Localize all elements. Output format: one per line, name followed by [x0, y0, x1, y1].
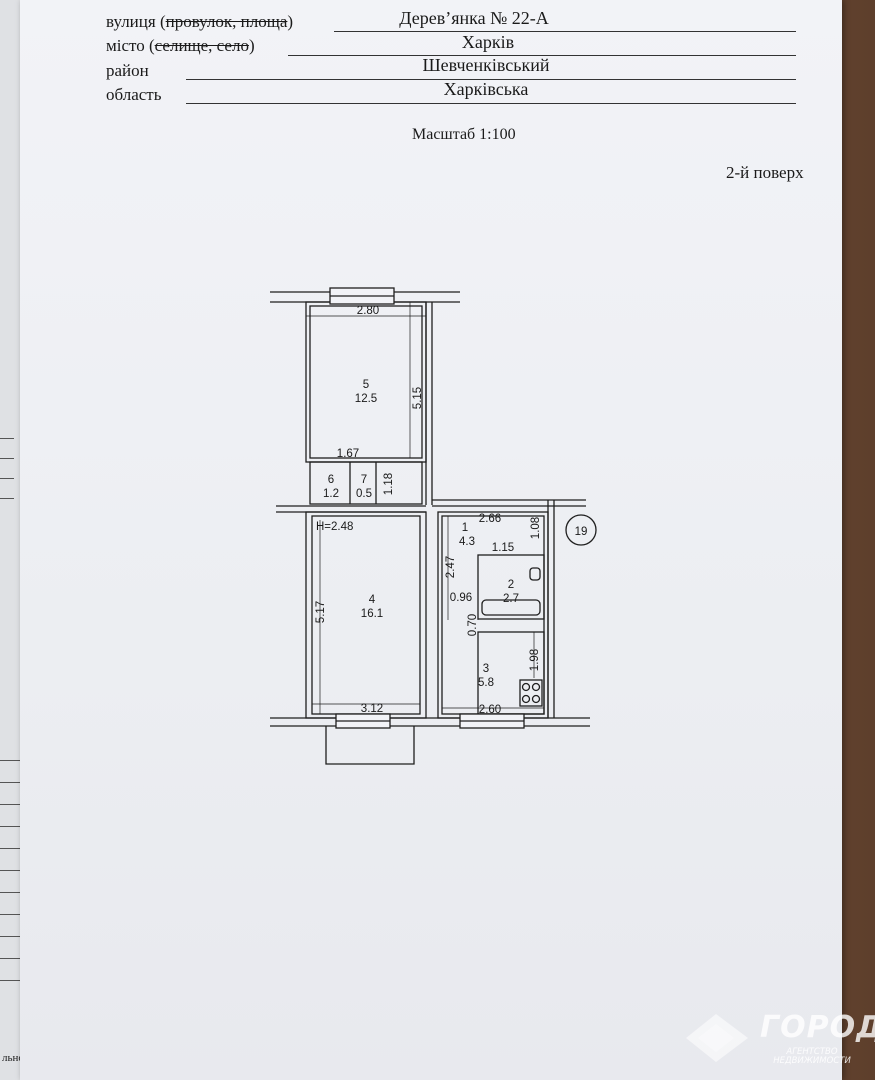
- room-7-area: 0.5: [356, 488, 372, 500]
- room-5-area: 12.5: [355, 393, 377, 405]
- side-sheet-text: льно: [2, 1052, 24, 1064]
- street-label: вулиця (провулок, площа): [106, 12, 294, 31]
- apartment-number: 19: [575, 526, 588, 538]
- agency-watermark: ГОРОД АГЕНТСТВО НЕДВИЖИМОСТИ: [682, 1008, 875, 1068]
- dim-2-60: 2.60: [479, 704, 501, 716]
- form-line: [0, 438, 14, 439]
- dim-1-98: 1.98: [529, 649, 541, 671]
- agency-name: ГОРОД: [760, 1010, 875, 1045]
- form-line: [0, 478, 14, 479]
- floor-plan: 19 5 12.5 6 1.2 7 0.5 4 16.1 1 4.3 2 2.7…: [270, 287, 597, 765]
- room-2-area: 2.7: [503, 593, 519, 605]
- dim-2-47: 2.47: [445, 556, 457, 578]
- district-label: район: [106, 61, 149, 80]
- city-label: місто (селище, село): [106, 36, 255, 55]
- dim-2-66: 2.66: [479, 513, 501, 525]
- dim-1-15: 1.15: [492, 542, 514, 554]
- form-line: [0, 980, 20, 981]
- bathtub-icon: [481, 599, 541, 616]
- region-underline: [186, 103, 796, 104]
- stove-icon: [519, 679, 543, 707]
- dim-5-17: 5.17: [315, 601, 327, 623]
- form-line: [0, 936, 20, 937]
- dim-1-18: 1.18: [383, 473, 395, 495]
- dim-3-12: 3.12: [361, 703, 383, 715]
- dim-2-80: 2.80: [357, 305, 379, 317]
- walls: [270, 287, 590, 765]
- agency-subtitle: АГЕНТСТВО НЕДВИЖИМОСТИ: [773, 1047, 851, 1066]
- region-value: Харківська: [443, 79, 529, 99]
- room-7-number: 7: [361, 474, 367, 486]
- floor-plan-document: вулиця (провулок, площа) Дерев’янка № 22…: [20, 0, 842, 1080]
- closets-outline: [309, 461, 423, 505]
- room-4-area: 16.1: [361, 608, 383, 620]
- dim-1-08: 1.08: [530, 517, 542, 539]
- form-line: [0, 782, 20, 783]
- form-line: [0, 892, 20, 893]
- form-line: [0, 498, 14, 499]
- form-line: [0, 848, 20, 849]
- apartment-number-badge: [565, 514, 597, 546]
- floor-label: 2-й поверх: [726, 163, 804, 182]
- toilet-icon: [529, 567, 541, 581]
- agency-logo-icon: [686, 1014, 748, 1062]
- room-1-area: 4.3: [459, 536, 475, 548]
- region-label: область: [106, 85, 162, 104]
- dim-0-70: 0.70: [467, 614, 479, 636]
- form-line: [0, 826, 20, 827]
- room-3-number: 3: [483, 663, 489, 675]
- room-6-number: 6: [328, 474, 334, 486]
- district-underline: [186, 79, 796, 80]
- form-line: [0, 958, 20, 959]
- city-value: Харків: [461, 32, 515, 52]
- dim-0-96: 0.96: [450, 592, 472, 604]
- city-underline: [288, 55, 796, 56]
- dim-5-15: 5.15: [412, 387, 424, 409]
- scale-label: Масштаб 1:100: [412, 126, 516, 143]
- street-underline: [334, 31, 796, 32]
- street-value: Дерев’янка № 22-А: [399, 8, 549, 28]
- dim-1-67: 1.67: [337, 448, 359, 460]
- room-1-number: 1: [462, 522, 468, 534]
- form-line: [0, 870, 20, 871]
- form-line: [0, 458, 14, 459]
- ceiling-height: Н=2.48: [316, 521, 353, 533]
- room-5-number: 5: [363, 379, 369, 391]
- room-2-number: 2: [508, 579, 514, 591]
- room-6-area: 1.2: [323, 488, 339, 500]
- form-line: [0, 914, 20, 915]
- form-line: [0, 804, 20, 805]
- room-3-area: 5.8: [478, 677, 494, 689]
- room-4-number: 4: [369, 594, 376, 606]
- form-line: [0, 760, 20, 761]
- district-value: Шевченківський: [422, 55, 550, 75]
